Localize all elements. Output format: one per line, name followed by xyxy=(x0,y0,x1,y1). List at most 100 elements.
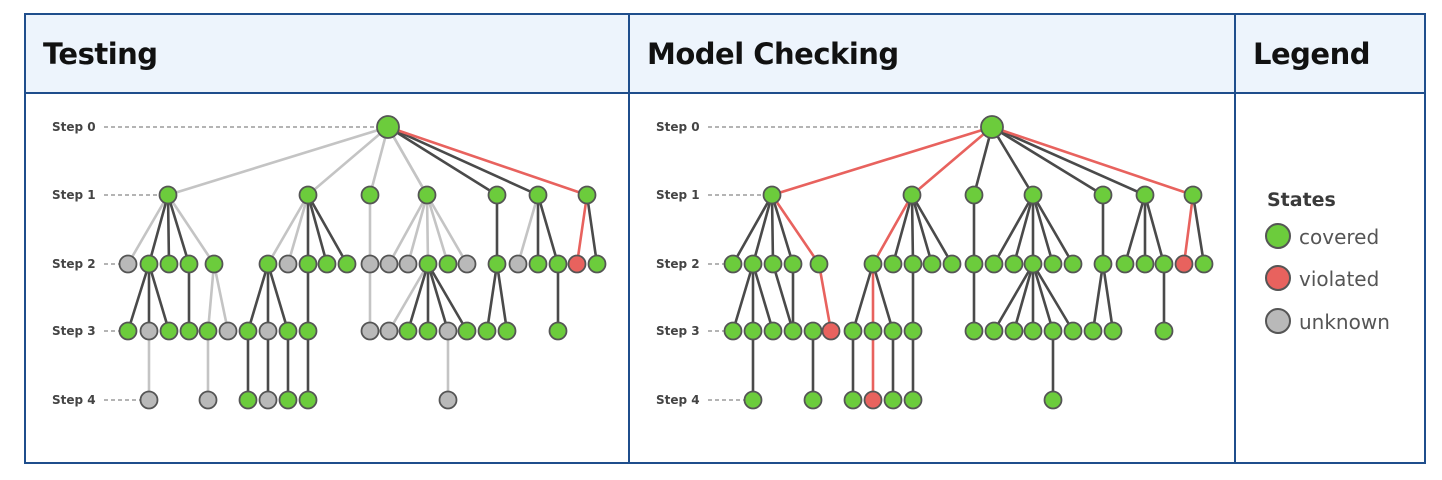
state-node xyxy=(360,321,380,341)
state-node xyxy=(821,321,841,341)
tree-edge xyxy=(1031,193,1055,266)
state-node xyxy=(809,254,829,274)
step-label-4: Step 4 xyxy=(52,393,96,407)
unknown-state-icon xyxy=(1265,308,1291,334)
tree-edge xyxy=(516,193,540,266)
tree-edge xyxy=(751,262,775,333)
tree-edge xyxy=(425,193,430,266)
state-node xyxy=(803,390,823,410)
tree-edge xyxy=(1012,193,1035,266)
state-node xyxy=(528,254,548,274)
tree-edge xyxy=(246,262,270,333)
tree-edge xyxy=(910,193,954,266)
state-node xyxy=(317,254,337,274)
state-node xyxy=(942,254,962,274)
state-node xyxy=(1043,390,1063,410)
tree-edge xyxy=(992,262,1035,333)
tree-edge xyxy=(891,193,914,266)
tree-edge xyxy=(731,193,774,266)
tree-edge xyxy=(910,193,915,266)
state-node xyxy=(258,390,278,410)
state-node xyxy=(723,321,743,341)
state-node xyxy=(159,254,179,274)
tree-edge xyxy=(387,193,429,266)
state-node xyxy=(139,390,159,410)
tree-edge xyxy=(871,193,914,266)
state-node xyxy=(567,254,587,274)
tree-edge xyxy=(147,262,171,333)
state-node xyxy=(1063,321,1083,341)
tree-edge xyxy=(990,125,1195,197)
state-node xyxy=(1103,321,1123,341)
state-node xyxy=(577,185,597,205)
state-node xyxy=(1063,254,1083,274)
tree-edge xyxy=(166,125,390,197)
tree-edge xyxy=(166,193,191,266)
state-node xyxy=(457,321,477,341)
tree-edge xyxy=(751,193,774,266)
tree-edge xyxy=(485,262,499,333)
tree-edge xyxy=(851,262,875,333)
state-node xyxy=(783,321,803,341)
tree-edge xyxy=(770,193,795,266)
step-label-2: Step 2 xyxy=(656,257,700,271)
state-node xyxy=(903,321,923,341)
state-node xyxy=(238,390,258,410)
state-node xyxy=(1135,185,1155,205)
state-node xyxy=(1093,185,1113,205)
state-node xyxy=(179,321,199,341)
state-node xyxy=(863,254,883,274)
tree-edge xyxy=(1031,193,1075,266)
state-node xyxy=(980,115,1004,139)
tree-edge xyxy=(817,262,833,333)
tree-edge xyxy=(771,262,795,333)
model-checking-header: Model Checking xyxy=(647,37,899,71)
state-node xyxy=(238,321,258,341)
legend-header: Legend xyxy=(1253,37,1370,71)
step-label-1: Step 1 xyxy=(656,188,700,202)
tree-edges xyxy=(126,125,1206,402)
state-node xyxy=(883,321,903,341)
state-node xyxy=(198,390,218,410)
state-node xyxy=(198,321,218,341)
tree-edge xyxy=(406,193,429,266)
legend-label-unknown: unknown xyxy=(1299,310,1390,334)
state-node xyxy=(883,390,903,410)
state-node xyxy=(1023,185,1043,205)
state-node xyxy=(118,321,138,341)
state-node xyxy=(1194,254,1214,274)
tree-edge xyxy=(386,125,540,197)
column-divider xyxy=(1234,13,1236,464)
state-node xyxy=(139,254,159,274)
state-node xyxy=(204,254,224,274)
tree-edge xyxy=(1182,193,1195,266)
tree-nodes xyxy=(118,115,1214,410)
tree-edge xyxy=(585,193,599,266)
violated-state-icon xyxy=(1265,265,1291,291)
state-node xyxy=(278,390,298,410)
state-node xyxy=(587,254,607,274)
legend-label-covered: covered xyxy=(1299,225,1380,249)
state-node xyxy=(1135,254,1155,274)
state-node xyxy=(477,321,497,341)
state-node xyxy=(379,321,399,341)
state-node xyxy=(984,254,1004,274)
tree-edge xyxy=(536,193,560,266)
tree-edge xyxy=(425,193,450,266)
legend-title: States xyxy=(1267,189,1336,211)
state-node xyxy=(803,321,823,341)
state-node xyxy=(508,254,528,274)
tree-edge xyxy=(990,125,1147,197)
state-node xyxy=(360,254,380,274)
state-node xyxy=(258,254,278,274)
state-node xyxy=(1154,254,1174,274)
state-node xyxy=(984,321,1004,341)
tree-edge xyxy=(1012,262,1035,333)
state-node xyxy=(902,185,922,205)
tree-edge xyxy=(387,262,430,333)
state-node xyxy=(379,254,399,274)
tree-edge xyxy=(266,193,310,266)
state-node xyxy=(398,254,418,274)
state-node xyxy=(743,254,763,274)
